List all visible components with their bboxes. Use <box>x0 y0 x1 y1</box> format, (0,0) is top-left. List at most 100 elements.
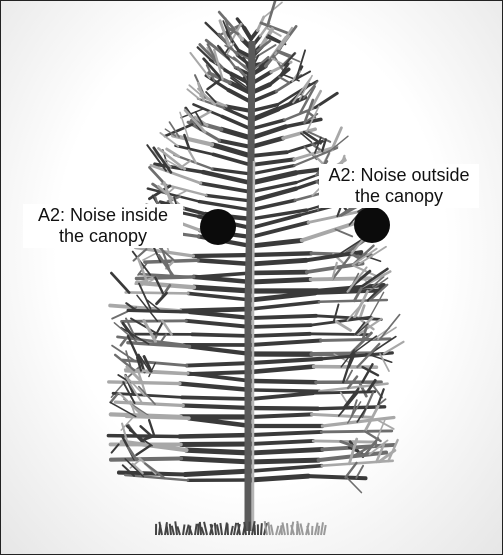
noise-marker-outside <box>354 207 390 243</box>
branch <box>251 240 302 246</box>
grass-blade <box>172 526 174 535</box>
branch <box>121 338 127 345</box>
branch <box>251 367 314 372</box>
branch <box>157 293 167 304</box>
grass-blade <box>175 521 177 535</box>
branch <box>111 273 129 292</box>
grass-blade <box>268 522 270 535</box>
branch <box>122 321 187 322</box>
branch <box>330 136 348 151</box>
branch <box>251 138 283 147</box>
annotation-inside-line1: A2: Noise inside <box>27 205 179 226</box>
grass-blade <box>220 523 222 535</box>
trunk-highlight <box>253 161 254 531</box>
branch <box>251 390 319 391</box>
grass-blade <box>249 522 250 535</box>
branch <box>318 407 385 409</box>
branch <box>115 402 183 405</box>
annotation-noise-outside: A2: Noise outside the canopy <box>319 164 479 208</box>
branch <box>201 183 251 192</box>
grass-blade <box>300 523 303 535</box>
grass-blade <box>227 524 228 535</box>
tree-trunk <box>248 41 254 531</box>
grass-blade <box>261 523 262 535</box>
branch <box>251 152 287 156</box>
branch <box>192 334 251 336</box>
branch <box>314 367 377 368</box>
grass-blade <box>271 525 273 535</box>
branch <box>180 384 251 390</box>
branch <box>251 159 294 165</box>
branch <box>199 202 251 210</box>
branch <box>213 169 252 174</box>
branch <box>251 260 306 264</box>
grass-blade <box>287 523 288 535</box>
branch <box>251 31 257 39</box>
branch <box>251 334 310 336</box>
branch <box>108 436 179 437</box>
branch <box>251 393 313 399</box>
grass-blade <box>215 523 216 535</box>
branch <box>190 312 251 318</box>
branch <box>302 224 353 241</box>
annotation-noise-inside: A2: Noise inside the canopy <box>23 204 183 248</box>
branch <box>206 195 251 201</box>
trunk <box>248 41 252 531</box>
branch <box>221 129 251 138</box>
grass-blade <box>166 524 168 535</box>
branch <box>251 200 295 210</box>
branch <box>188 293 251 300</box>
branch <box>251 466 322 471</box>
branch <box>251 272 307 273</box>
grass-blade <box>276 526 278 535</box>
grass-blade <box>198 523 199 535</box>
annotation-outside-line2: the canopy <box>323 186 475 207</box>
branch <box>251 316 316 318</box>
branch <box>165 125 192 137</box>
branch <box>162 320 171 334</box>
branch <box>111 459 181 460</box>
branch <box>251 441 313 444</box>
grass-blade <box>170 524 171 535</box>
noise-marker-inside <box>200 209 236 245</box>
branch <box>251 414 312 417</box>
branch <box>187 363 251 366</box>
branch <box>251 293 315 300</box>
branch <box>186 450 251 453</box>
branch <box>186 321 251 327</box>
branch <box>319 300 387 302</box>
branch <box>182 397 251 399</box>
branch <box>115 355 134 370</box>
branch <box>194 277 251 282</box>
branch <box>193 255 251 256</box>
branch <box>251 460 319 462</box>
branch <box>251 325 311 327</box>
branch <box>380 315 400 340</box>
annotation-outside-line1: A2: Noise outside <box>323 165 475 186</box>
branch <box>336 229 353 236</box>
branch <box>251 432 321 435</box>
branch <box>194 287 251 291</box>
branch <box>137 283 194 288</box>
branch <box>136 446 150 455</box>
grass-blade <box>234 523 236 535</box>
branch <box>251 253 311 255</box>
grass-blade <box>183 524 185 535</box>
branch <box>181 459 251 463</box>
branch <box>180 435 251 437</box>
branch <box>380 354 389 371</box>
branch <box>181 444 251 445</box>
branch <box>251 408 318 409</box>
branch <box>198 260 251 264</box>
branch <box>313 392 375 394</box>
grass-blade <box>318 526 319 535</box>
grass-blade <box>324 525 326 535</box>
branch <box>251 341 321 346</box>
branch <box>190 347 252 355</box>
branch <box>187 89 199 99</box>
branch <box>279 77 289 83</box>
grass-blade <box>204 522 207 535</box>
branch <box>126 292 189 293</box>
